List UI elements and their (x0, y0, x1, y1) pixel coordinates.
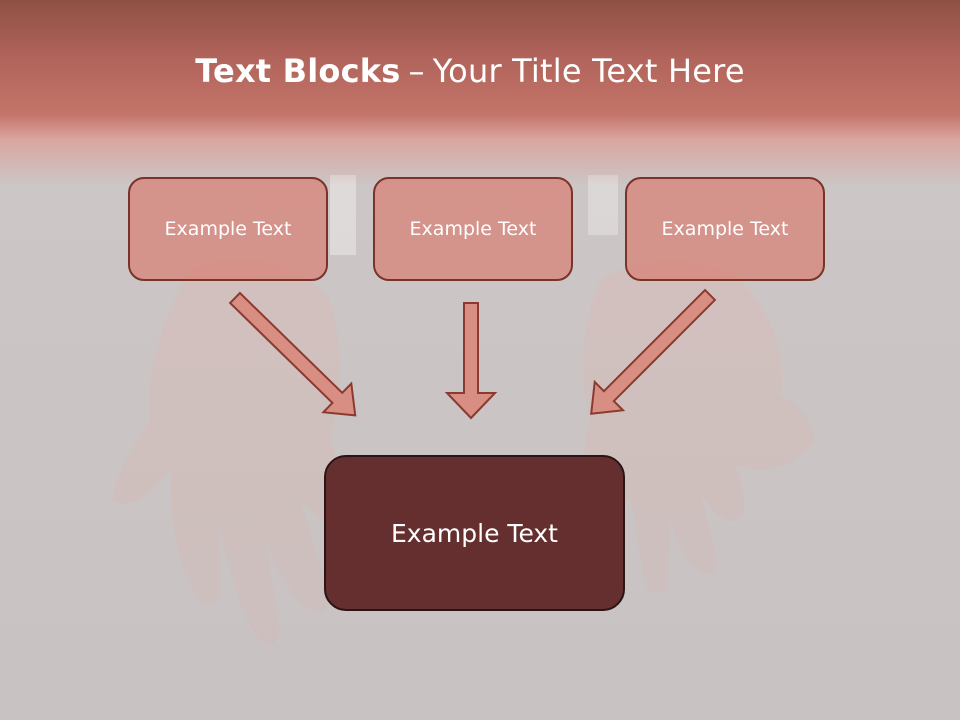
center-arrow (444, 302, 498, 420)
slide-title: Text Blocks–Your Title Text Here (0, 52, 940, 90)
left-cuff-shape (330, 175, 356, 255)
right-cuff-shape (588, 175, 618, 235)
title-dash: – (408, 52, 425, 90)
text-block-top-right[interactable]: Example Text (625, 177, 825, 281)
text-block-top-right-label: Example Text (661, 218, 789, 240)
title-rest-part: Your Title Text Here (432, 52, 745, 90)
right-hand-shape (583, 261, 815, 594)
right-arrow (590, 288, 717, 415)
text-block-top-center-label: Example Text (409, 218, 537, 240)
left-arrow (228, 291, 357, 417)
text-block-top-left[interactable]: Example Text (128, 177, 328, 281)
text-block-top-center[interactable]: Example Text (373, 177, 573, 281)
title-bold-part: Text Blocks (195, 52, 401, 90)
text-block-bottom[interactable]: Example Text (324, 455, 625, 611)
text-block-top-left-label: Example Text (164, 218, 292, 240)
title-band (0, 0, 960, 185)
text-block-bottom-label: Example Text (391, 518, 558, 548)
